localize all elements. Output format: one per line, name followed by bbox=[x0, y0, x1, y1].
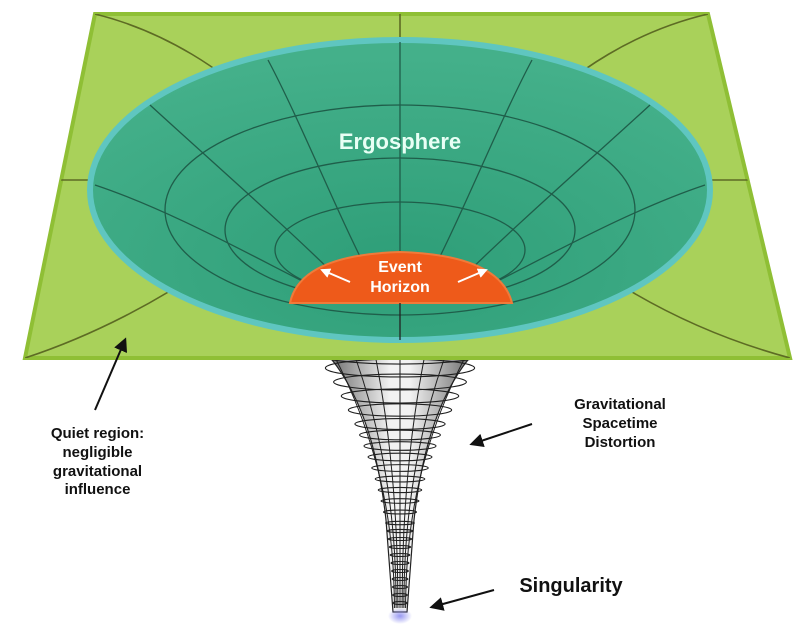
singularity-glow bbox=[388, 608, 412, 624]
distortion-arrow bbox=[469, 423, 533, 448]
quiet-region-line1: Quiet region: bbox=[50, 425, 145, 442]
spacetime-funnel bbox=[298, 328, 502, 613]
event-horizon-label: Event Horizon bbox=[345, 258, 455, 298]
event-horizon-arrow-right bbox=[457, 268, 488, 283]
funnel-meridian bbox=[345, 331, 397, 608]
quiet-region-line4: influence bbox=[64, 481, 131, 499]
event-horizon bbox=[288, 250, 514, 340]
funnel-meridian bbox=[405, 331, 480, 608]
distortion-label: Gravitational Spacetime Distortion bbox=[540, 396, 700, 452]
ergosphere-label: Ergosphere bbox=[338, 129, 462, 154]
event-horizon-label-line2: Horizon bbox=[370, 279, 430, 296]
funnel-meridian bbox=[403, 331, 455, 608]
quiet-region-line2: negligible bbox=[62, 443, 133, 461]
funnel-meridian bbox=[320, 331, 395, 608]
quiet-region-line3: gravitational bbox=[52, 462, 143, 480]
event-horizon-label-line1: Event bbox=[378, 259, 422, 276]
singularity-arrow bbox=[429, 589, 495, 611]
singularity-label: Singularity bbox=[519, 575, 623, 597]
quiet-region-arrow bbox=[94, 337, 128, 411]
funnel-meridian bbox=[369, 331, 399, 608]
event-horizon-arrow-left bbox=[320, 268, 351, 283]
distortion-line1: Gravitational bbox=[574, 396, 666, 413]
quiet-region-label: Quiet region: negligible gravitational i… bbox=[10, 425, 185, 500]
distortion-line3: Distortion bbox=[584, 433, 656, 451]
funnel-meridian bbox=[401, 331, 431, 608]
distortion-line2: Spacetime bbox=[582, 414, 658, 432]
